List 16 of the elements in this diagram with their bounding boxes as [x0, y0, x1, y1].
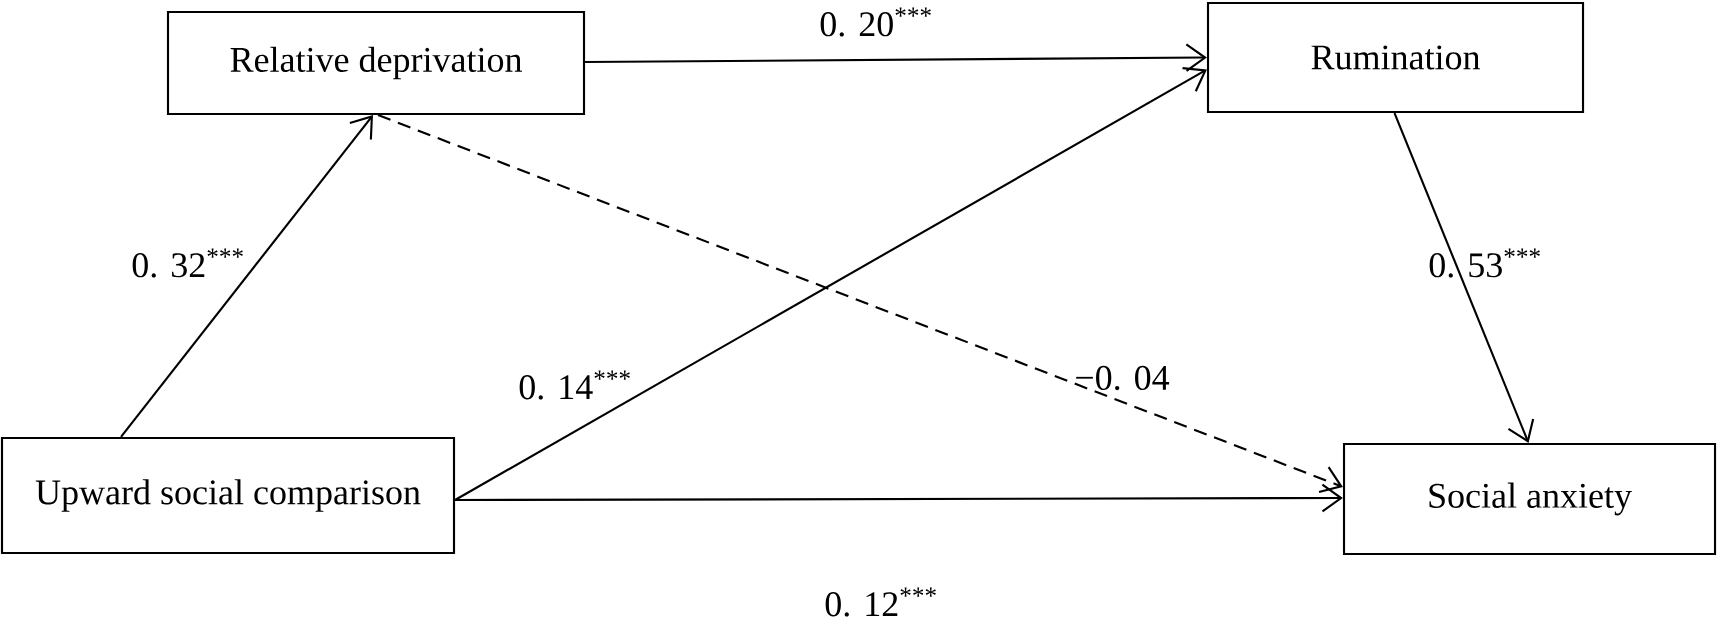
edge-label: 0. 53$^{***}$ — [1429, 248, 1540, 278]
arrow — [120, 115, 373, 438]
dashed-arrow — [377, 114, 1343, 494]
arrow — [1393, 112, 1535, 443]
arrow — [455, 483, 1343, 513]
edge-label: 0. 14$^{***}$ — [519, 370, 630, 400]
edge-label: 0. 20$^{***}$ — [820, 7, 931, 37]
edge-label: 0. 12$^{***}$ — [825, 587, 936, 617]
variable-box: Upward social comparison — [0, 436, 456, 555]
variable-box: Rumination — [1206, 1, 1585, 114]
edge-label: −0. 04 — [1076, 365, 1170, 391]
arrow — [585, 43, 1207, 72]
arrow — [454, 67, 1207, 501]
edge-label: 0. 32$^{***}$ — [132, 248, 243, 278]
variable-box: Relative deprivation — [166, 10, 586, 116]
variable-box: Social anxiety — [1342, 442, 1717, 556]
